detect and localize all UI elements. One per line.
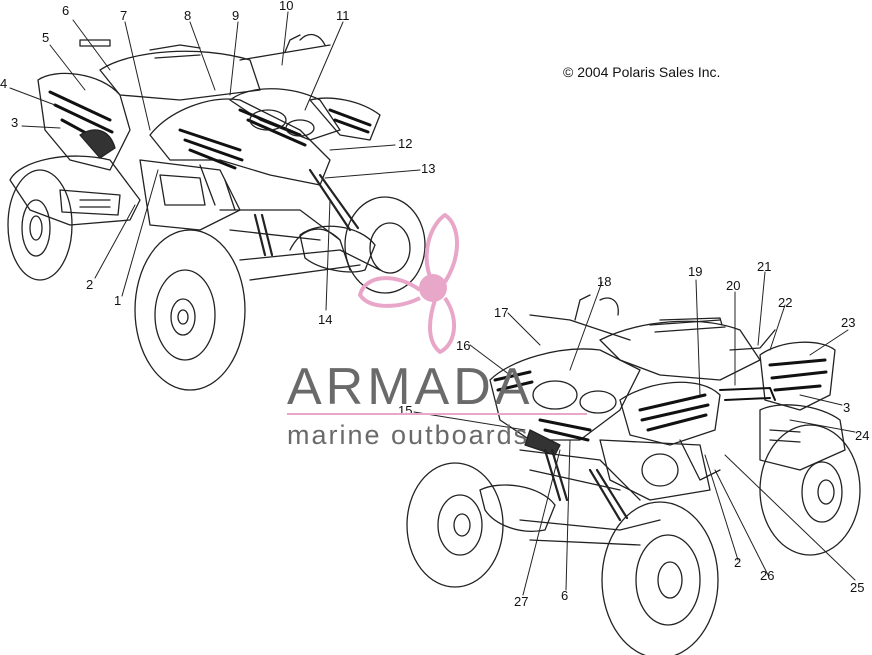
callout-2a: 2 bbox=[86, 277, 93, 292]
copyright-notice: © 2004 Polaris Sales Inc. bbox=[563, 64, 721, 80]
watermark-brand-name: ARMADA bbox=[287, 358, 534, 416]
callout-5: 5 bbox=[42, 30, 49, 45]
callout-7: 7 bbox=[120, 8, 127, 23]
callout-19: 19 bbox=[688, 264, 702, 279]
callout-20: 20 bbox=[726, 278, 740, 293]
atv-right bbox=[406, 294, 861, 655]
callout-18: 18 bbox=[597, 274, 611, 289]
watermark-divider bbox=[287, 413, 587, 415]
callout-2b: 2 bbox=[734, 555, 741, 570]
leader-lines bbox=[9, 11, 856, 596]
callout-9: 9 bbox=[232, 8, 239, 23]
atv-right-rear-wheel bbox=[759, 424, 861, 556]
callout-4: 4 bbox=[0, 76, 7, 91]
callout-14: 14 bbox=[318, 312, 332, 327]
callout-26: 26 bbox=[760, 568, 774, 583]
atv-left-front-right-wheel bbox=[344, 196, 426, 294]
callout-10: 10 bbox=[279, 0, 293, 13]
atv-left-rear-wheel bbox=[7, 169, 73, 281]
callout-16: 16 bbox=[456, 338, 470, 353]
atv-left bbox=[7, 33, 426, 391]
callout-13: 13 bbox=[421, 161, 435, 176]
callout-6b: 6 bbox=[561, 588, 568, 603]
callout-22: 22 bbox=[778, 295, 792, 310]
callout-6a: 6 bbox=[62, 3, 69, 18]
atv-right-front-right-wheel bbox=[406, 462, 504, 588]
callout-27: 27 bbox=[514, 594, 528, 609]
callout-12: 12 bbox=[398, 136, 412, 151]
callout-1: 1 bbox=[114, 293, 121, 308]
propeller-logo-icon bbox=[358, 213, 459, 354]
atv-right-front-left-wheel bbox=[601, 501, 719, 655]
atv-left-front-wheel bbox=[134, 229, 246, 391]
callout-25: 25 bbox=[850, 580, 864, 595]
callout-17: 17 bbox=[494, 305, 508, 320]
atv-right-front-fender bbox=[489, 348, 641, 441]
callout-3a: 3 bbox=[11, 115, 18, 130]
callout-24: 24 bbox=[855, 428, 869, 443]
atv-left-front-fender bbox=[149, 98, 331, 186]
atv-left-rear-side-panel bbox=[37, 72, 131, 171]
callout-11: 11 bbox=[336, 8, 350, 23]
atv-right-side-panel bbox=[619, 381, 721, 446]
callout-labels: 6 7 8 9 10 11 5 4 3 12 13 2 1 14 18 17 1… bbox=[0, 0, 869, 609]
callout-3b: 3 bbox=[843, 400, 850, 415]
callout-21: 21 bbox=[757, 259, 771, 274]
watermark-tagline: marine outboards bbox=[287, 420, 530, 450]
callout-8: 8 bbox=[184, 8, 191, 23]
callout-23: 23 bbox=[841, 315, 855, 330]
